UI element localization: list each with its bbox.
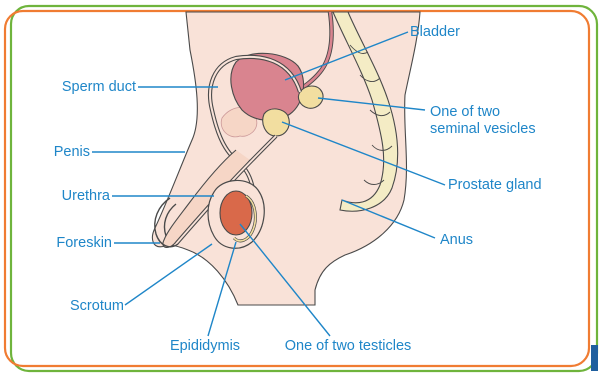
label-anus: Anus (440, 232, 473, 249)
body-silhouette (152, 12, 420, 305)
label-prostate-gland: Prostate gland (448, 177, 542, 194)
leader-scrotum (125, 244, 212, 305)
label-bladder: Bladder (410, 24, 460, 41)
label-epididymis: Epididymis (150, 338, 260, 355)
label-scrotum: Scrotum (50, 298, 124, 315)
label-seminal-vesicles-line2: seminal vesicles (430, 121, 536, 138)
frame-corner-accent (591, 345, 598, 371)
label-foreskin: Foreskin (30, 235, 112, 252)
label-penis: Penis (40, 144, 90, 161)
label-urethra: Urethra (40, 188, 110, 205)
label-seminal-vesicles-line1: One of two (430, 104, 500, 121)
prostate-gland (263, 109, 290, 136)
label-testicles: One of two testicles (268, 338, 428, 355)
label-sperm-duct: Sperm duct (44, 79, 136, 96)
seminal-vesicle (298, 86, 323, 108)
